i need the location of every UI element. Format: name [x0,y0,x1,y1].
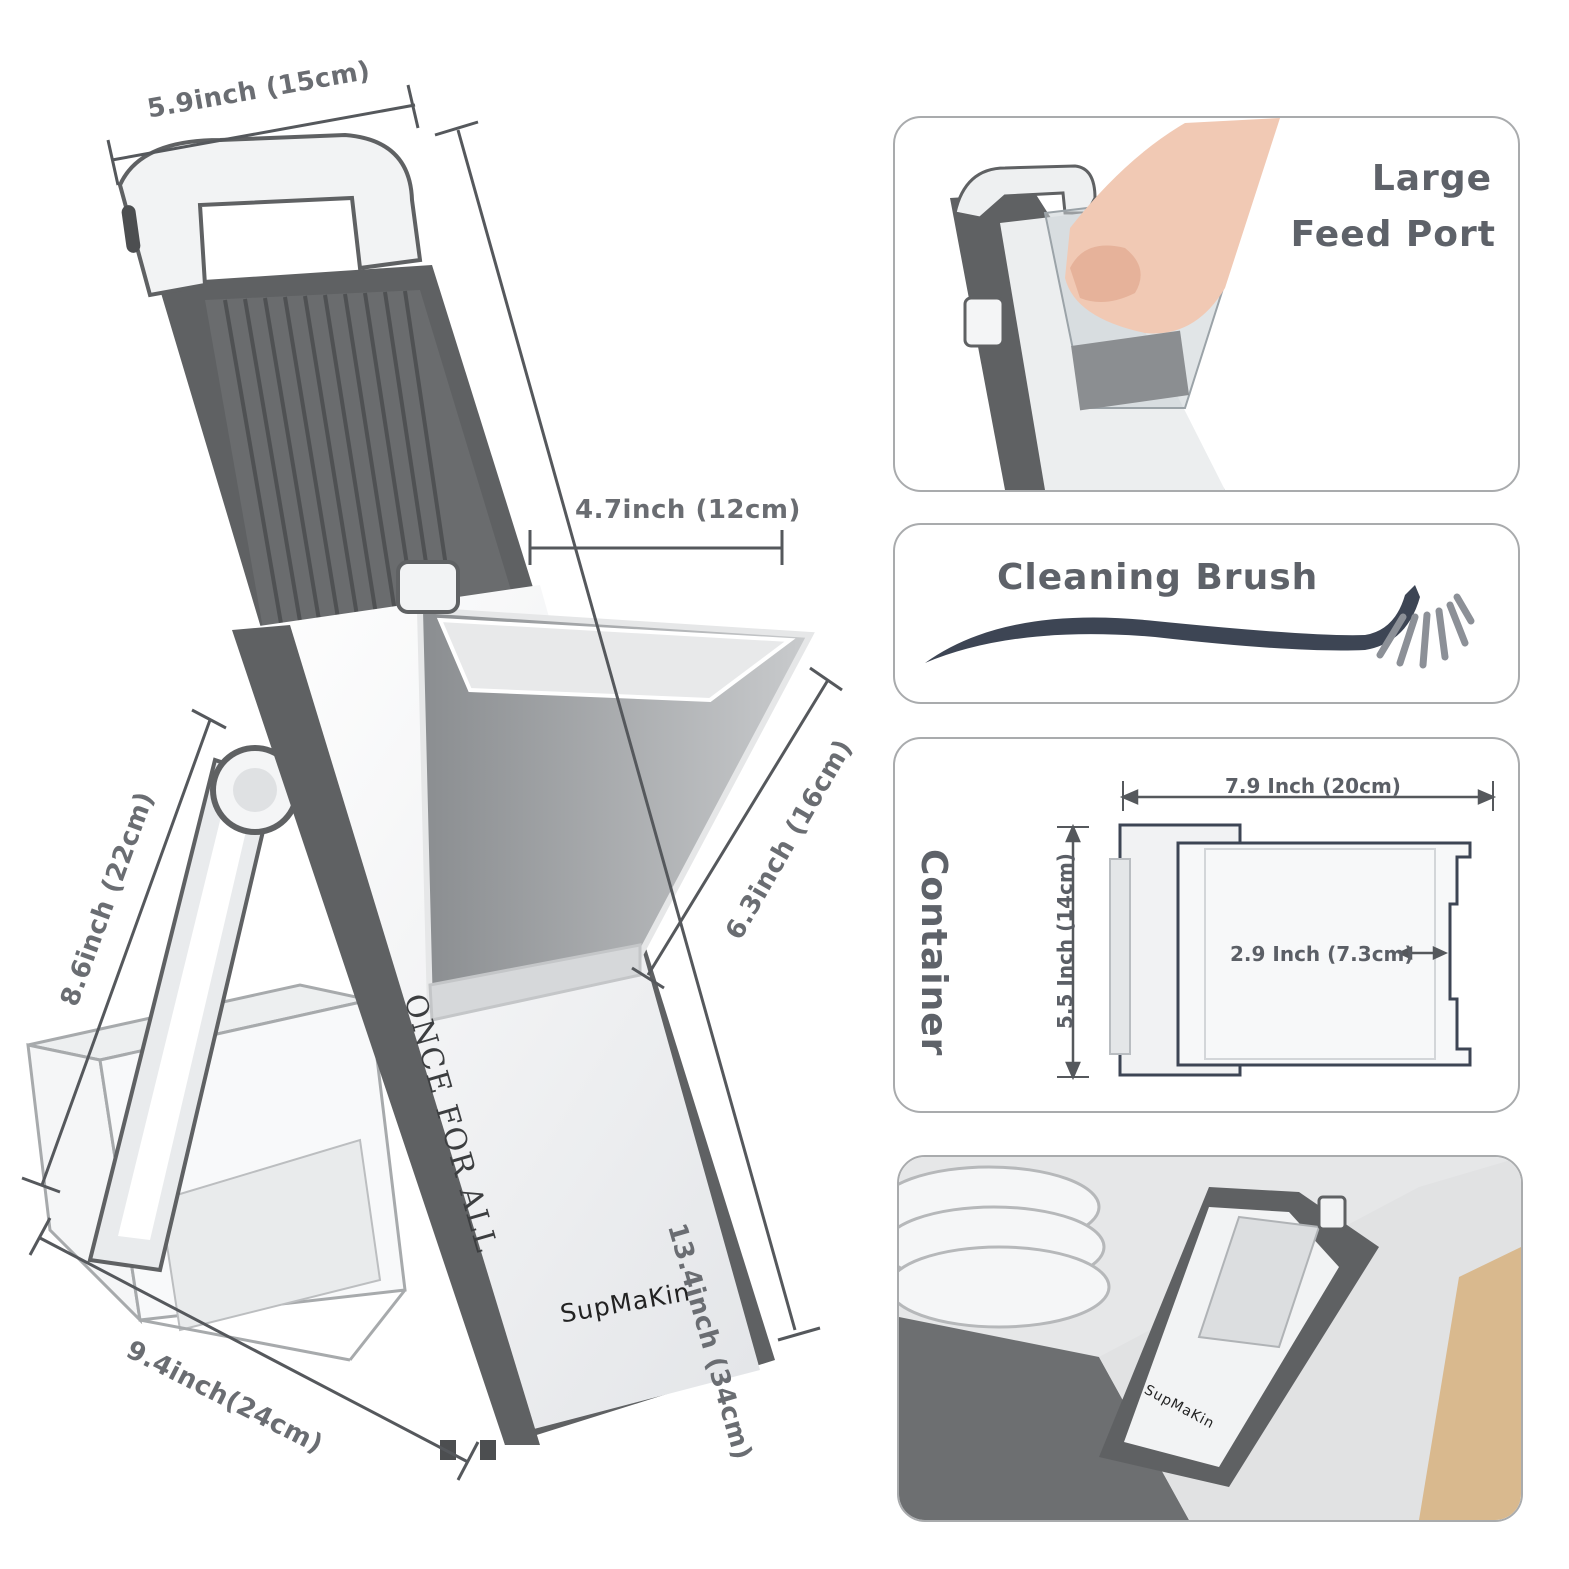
feed-port-title-line1: Large [1371,158,1492,199]
container-title: Container [913,849,954,1057]
feed-port-photo [950,118,1280,490]
slicer-body [117,132,815,1460]
dimension-lines [21,84,843,1481]
folding-leg [87,745,300,1273]
catch-tray [26,983,407,1362]
feed-port-title-line2: Feed Port [1290,214,1496,255]
container-height-label: 5.5 Inch (14cm) [1053,853,1077,1029]
feed-port-panel: Large Feed Port [893,116,1520,492]
container-inner-label: 2.9 Inch (7.3cm) [1230,942,1414,966]
cleaning-brush-panel: Cleaning Brush [893,523,1520,704]
brush-drawing [925,585,1475,669]
storage-photo [899,1157,1521,1520]
storage-photo-panel: SupMaKin [897,1155,1523,1522]
container-drawing [1057,781,1497,1081]
cleaning-brush-title: Cleaning Brush [997,557,1319,598]
mandoline-slicer-drawing [21,84,843,1481]
container-panel: Container 7.9 Inch (20cm) 5.5 Inch (14cm… [893,737,1520,1113]
container-width-label: 7.9 Inch (20cm) [1225,774,1401,798]
chute-width-label: 4.7inch (12cm) [575,495,801,525]
product-illustration: 5.9inch (15cm) 13.4inch (34cm) 4.7inch (… [21,56,859,1481]
